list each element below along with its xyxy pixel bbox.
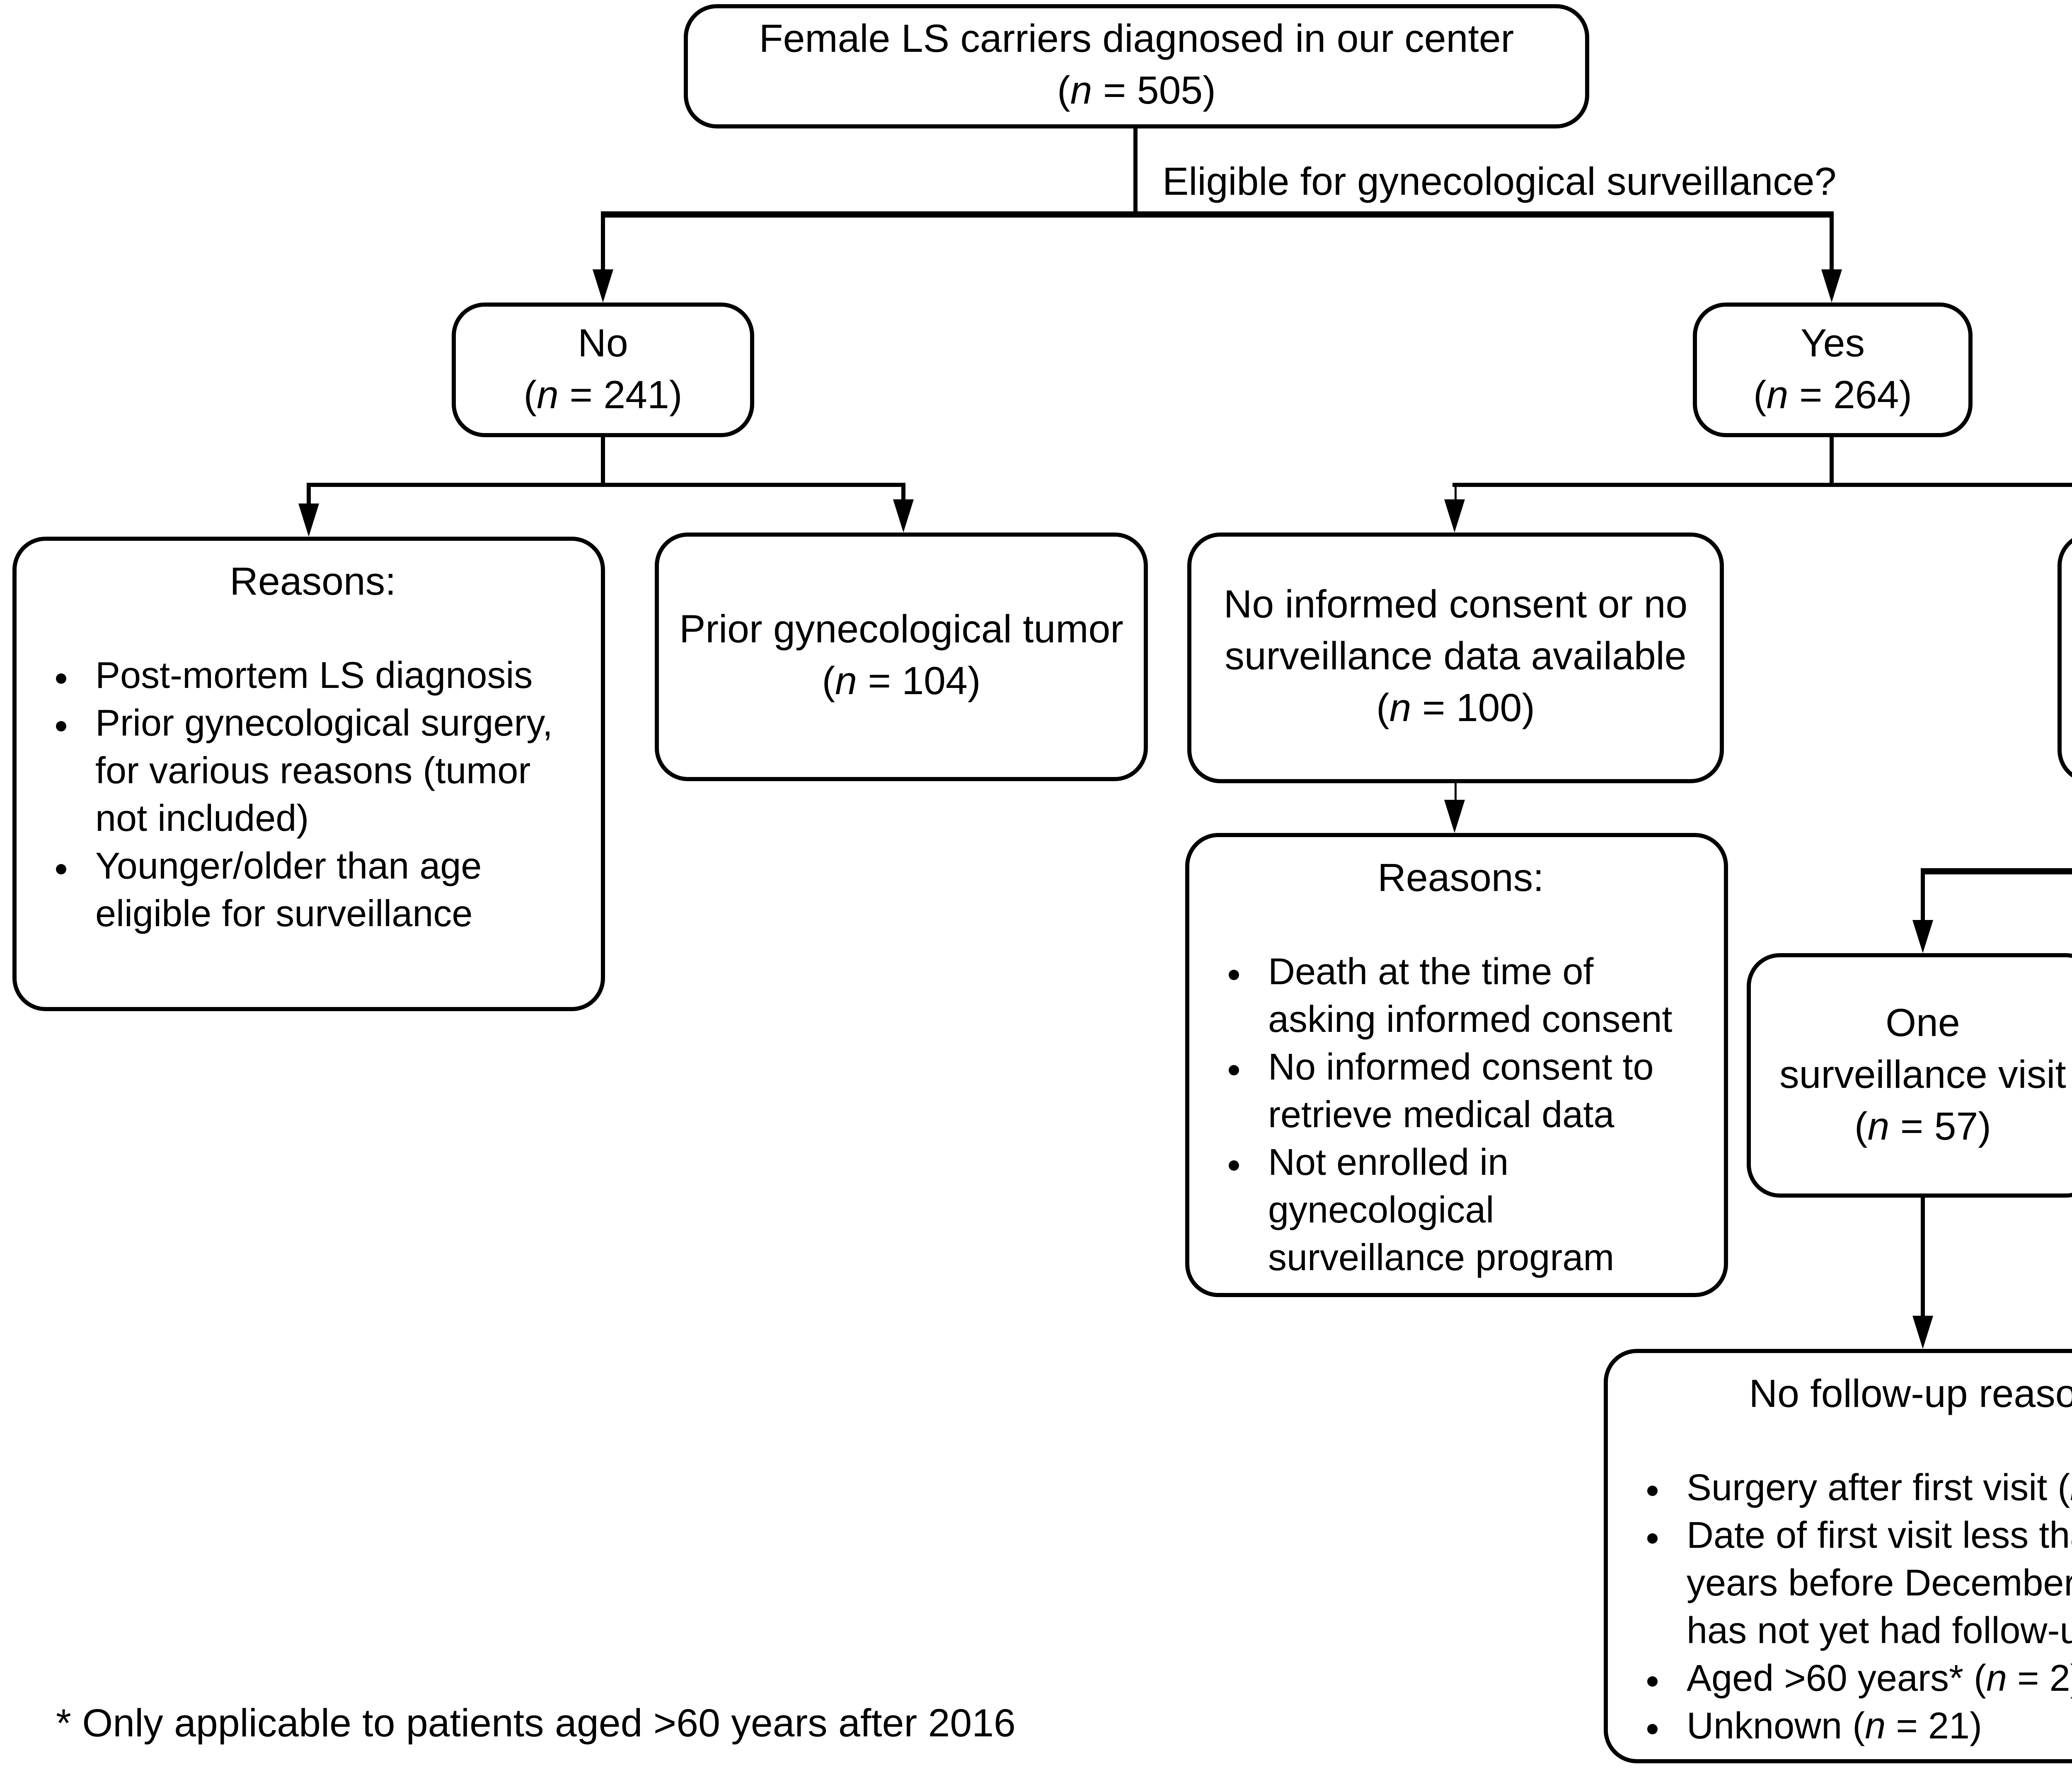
node-yes-label: Yes(n = 264) [1753, 322, 1912, 418]
node-no: No(n = 241) [452, 303, 754, 437]
connector-no-consent-to-reasons [1453, 783, 1457, 804]
connector-to-no [601, 212, 605, 272]
connector-split-no [307, 482, 905, 488]
arrowhead-down-icon [892, 499, 913, 533]
connector-to-prior-tumor [901, 482, 905, 504]
connector-to-reasons-not-eligible [307, 482, 311, 508]
node-prior-tumor: Prior gynecological tumor(n = 104) [655, 533, 1148, 781]
bullet-item: Post-mortem LS diagnosis [91, 653, 553, 700]
connector-one-visit-to-no-followup [1921, 1198, 1925, 1318]
node-consent: Informed consent andsurveillance data av… [2057, 533, 2072, 783]
bullet-item: Aged >60 years* (n = 2) [1682, 1656, 2072, 1703]
connector-root-stem [1133, 128, 1138, 215]
arrowhead-down-icon [591, 269, 612, 303]
connector-to-yes [1830, 212, 1834, 272]
node-no-followup-reasons-title: No follow-up reasons: [1749, 1374, 2072, 1417]
node-yes: Yes(n = 264) [1693, 303, 1973, 437]
arrowhead-down-icon [1911, 920, 1932, 953]
connector-split-consent [1921, 869, 2072, 874]
node-root: Female LS carriers diagnosed in our cent… [684, 4, 1589, 128]
node-no-label: No(n = 241) [523, 322, 683, 418]
bullet-item: Unknown (n = 21) [1682, 1703, 2072, 1751]
node-reasons-not-eligible: Reasons: Post-mortem LS diagnosisPrior g… [12, 537, 605, 1011]
edge-label-eligibility-question: Eligible for gynecological surveillance? [1162, 162, 1837, 205]
node-no-followup-reasons: No follow-up reasons: Surgery after firs… [1604, 1349, 2072, 1763]
arrowhead-down-icon [1444, 499, 1465, 533]
connector-to-no-consent [1453, 482, 1457, 504]
node-prior-tumor-label: Prior gynecological tumor(n = 104) [679, 609, 1123, 704]
bullet-item: Not enrolled ingynecologicalsurveillance… [1264, 1140, 1673, 1283]
bullet-item: Prior gynecological surgery,for various … [91, 700, 553, 843]
connector-split-yes [1452, 482, 2072, 488]
arrowhead-down-icon [1820, 269, 1841, 303]
connector-split-eligibility [601, 212, 1834, 218]
node-reasons-no-consent-title: Reasons: [1377, 858, 1544, 901]
bullet-item: Date of first visit less than twoyears b… [1682, 1513, 2072, 1656]
node-no-followup-reasons-bullet-list: Surgery after first visit (n = 30)Date o… [1633, 1465, 2072, 1751]
arrowhead-down-icon [297, 504, 318, 537]
footnote-age-applicability: * Only applicable to patients aged >60 y… [56, 1703, 1016, 1747]
node-reasons-not-eligible-bullet-list: Post-mortem LS diagnosisPrior gynecologi… [41, 653, 553, 939]
bullet-item: Surgery after first visit (n = 30) [1682, 1465, 2072, 1513]
node-reasons-not-eligible-title: Reasons: [230, 562, 396, 605]
connector-no-stem [601, 437, 605, 487]
arrowhead-down-icon [1444, 800, 1465, 833]
connector-yes-stem [1830, 437, 1834, 487]
arrowhead-down-icon [1911, 1316, 1932, 1349]
node-root-label: Female LS carriers diagnosed in our cent… [759, 19, 1514, 114]
connector-to-one-visit [1921, 869, 1925, 923]
